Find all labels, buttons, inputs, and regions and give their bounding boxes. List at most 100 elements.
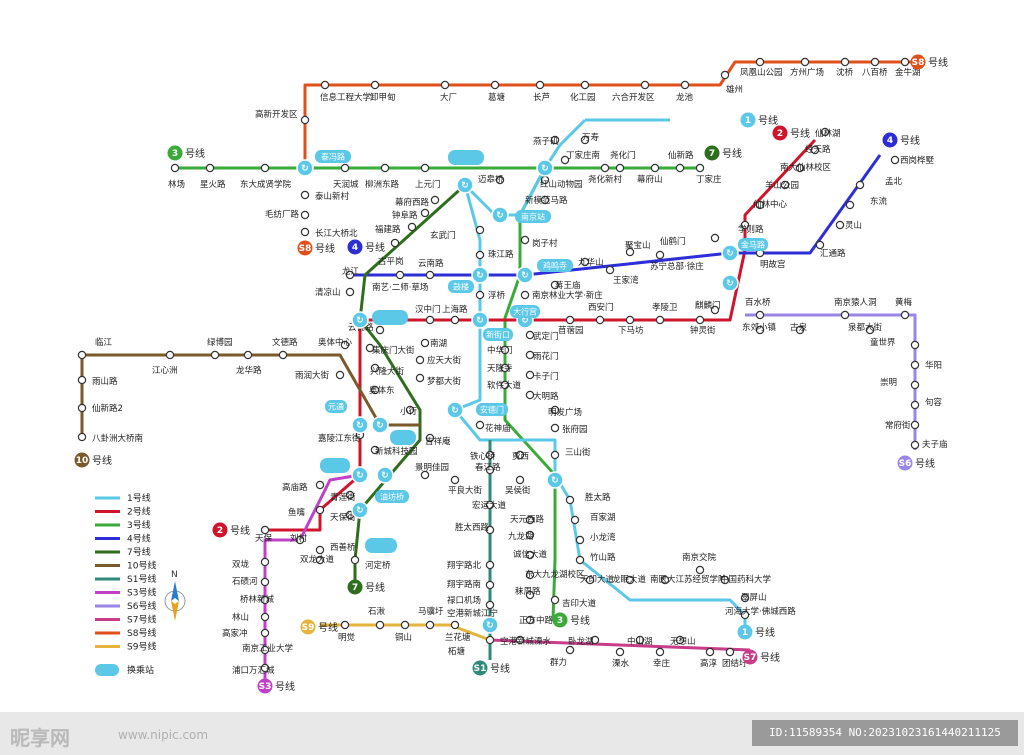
station-dot[interactable] [680, 80, 690, 90]
station-dot[interactable] [650, 163, 660, 173]
station-dot[interactable] [425, 620, 435, 630]
station-dot[interactable] [500, 380, 510, 390]
station-dot[interactable] [560, 155, 570, 165]
station-dot[interactable] [375, 620, 385, 630]
station-dot[interactable] [425, 270, 435, 280]
station-dot[interactable] [295, 535, 305, 545]
station-dot[interactable] [440, 80, 450, 90]
station-dot[interactable] [380, 163, 390, 173]
station-dot[interactable] [810, 145, 820, 155]
station-dot[interactable] [340, 340, 350, 350]
station-dot[interactable] [525, 370, 535, 380]
station-dot[interactable] [565, 315, 575, 325]
station-dot[interactable] [550, 450, 560, 460]
station-dot[interactable] [520, 235, 530, 245]
transfer-icon[interactable] [351, 501, 369, 519]
station-dot[interactable] [490, 80, 500, 90]
line-badge-S3[interactable] [257, 678, 273, 694]
station-dot[interactable] [420, 338, 430, 348]
station-dot[interactable] [740, 220, 750, 230]
transfer-icon[interactable] [721, 274, 739, 292]
station-dot[interactable] [395, 270, 405, 280]
line-badge-1[interactable] [737, 624, 753, 640]
station-dot[interactable] [540, 195, 550, 205]
line-badge-4[interactable] [347, 239, 363, 255]
station-dot[interactable] [550, 423, 560, 433]
station-dot[interactable] [485, 600, 495, 610]
station-dot[interactable] [900, 310, 910, 320]
station-dot[interactable] [705, 647, 715, 657]
transfer-icon[interactable] [536, 159, 554, 177]
station-dot[interactable] [425, 315, 435, 325]
line-badge-3[interactable] [552, 612, 568, 628]
station-dot[interactable] [210, 350, 220, 360]
station-dot[interactable] [260, 163, 270, 173]
station-dot[interactable] [910, 380, 920, 390]
station-dot[interactable] [800, 57, 810, 67]
station-dot[interactable] [485, 560, 495, 570]
station-dot[interactable] [260, 595, 270, 605]
station-dot[interactable] [450, 315, 460, 325]
station-dot[interactable] [655, 647, 665, 657]
transfer-icon[interactable] [471, 266, 489, 284]
transfer-icon[interactable] [721, 244, 739, 262]
station-dot[interactable] [300, 227, 310, 237]
station-dot[interactable] [675, 163, 685, 173]
station-dot[interactable] [695, 565, 705, 575]
station-dot[interactable] [475, 225, 485, 235]
station-dot[interactable] [365, 343, 375, 353]
station-dot[interactable] [260, 645, 270, 655]
station-dot[interactable] [370, 445, 380, 455]
transfer-icon[interactable] [491, 206, 509, 224]
station-dot[interactable] [695, 315, 705, 325]
station-dot[interactable] [660, 575, 670, 585]
station-dot[interactable] [525, 615, 535, 625]
station-dot[interactable] [525, 590, 535, 600]
line-badge-S9[interactable] [300, 619, 316, 635]
station-dot[interactable] [407, 222, 417, 232]
station-dot[interactable] [260, 525, 270, 535]
station-dot[interactable] [910, 400, 920, 410]
station-dot[interactable] [450, 620, 460, 630]
station-dot[interactable] [315, 505, 325, 515]
station-dot[interactable] [170, 163, 180, 173]
station-dot[interactable] [260, 557, 270, 567]
transfer-icon[interactable] [371, 416, 389, 434]
transfer-icon[interactable] [351, 466, 369, 484]
station-dot[interactable] [535, 80, 545, 90]
station-dot[interactable] [415, 355, 425, 365]
station-dot[interactable] [525, 530, 535, 540]
station-dot[interactable] [485, 500, 495, 510]
station-dot[interactable] [910, 360, 920, 370]
station-dot[interactable] [720, 575, 730, 585]
station-dot[interactable] [595, 315, 605, 325]
station-dot[interactable] [855, 180, 865, 190]
transfer-icon[interactable] [446, 401, 464, 419]
station-dot[interactable] [77, 432, 87, 442]
line-badge-1[interactable] [740, 112, 756, 128]
station-dot[interactable] [415, 373, 425, 383]
station-dot[interactable] [485, 580, 495, 590]
station-dot[interactable] [640, 80, 650, 90]
station-dot[interactable] [710, 305, 720, 315]
line-badge-S8[interactable] [910, 54, 926, 70]
site-url[interactable]: www.nipic.com [118, 728, 209, 742]
station-dot[interactable] [550, 405, 560, 415]
station-dot[interactable] [840, 310, 850, 320]
station-dot[interactable] [420, 208, 430, 218]
station-dot[interactable] [515, 450, 525, 460]
station-dot[interactable] [430, 195, 440, 205]
station-dot[interactable] [625, 315, 635, 325]
station-dot[interactable] [635, 635, 645, 645]
transfer-icon[interactable] [296, 159, 314, 177]
station-dot[interactable] [575, 555, 585, 565]
line-badge-S8[interactable] [297, 240, 313, 256]
station-dot[interactable] [835, 220, 845, 230]
station-dot[interactable] [900, 57, 910, 67]
station-dot[interactable] [840, 57, 850, 67]
station-dot[interactable] [755, 310, 765, 320]
station-dot[interactable] [335, 370, 345, 380]
station-dot[interactable] [815, 240, 825, 250]
station-dot[interactable] [243, 350, 253, 360]
station-dot[interactable] [370, 363, 380, 373]
